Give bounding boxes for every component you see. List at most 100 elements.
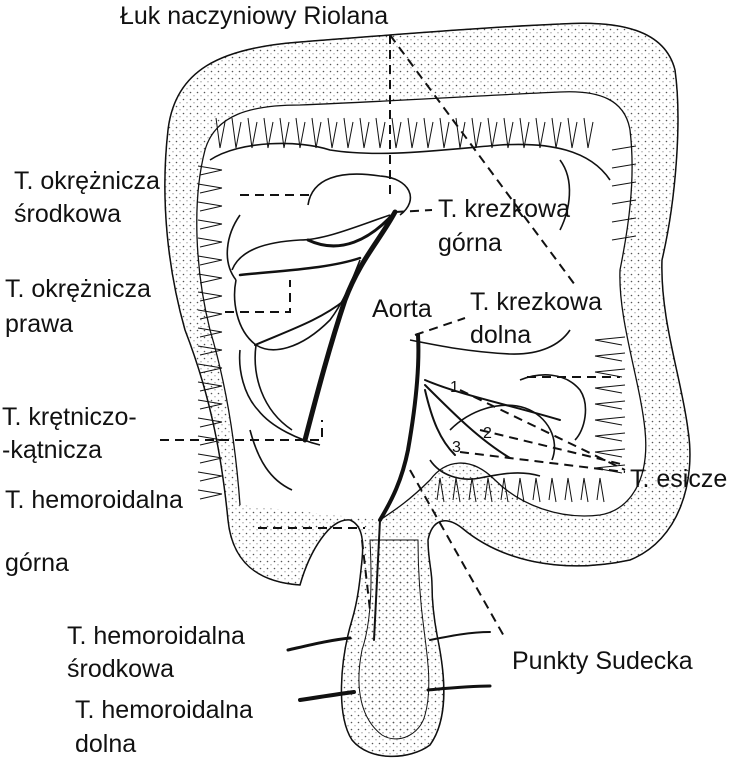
- vasa-recta-tick: [500, 477, 505, 501]
- vasa-recta-tick: [235, 121, 242, 149]
- vasa-recta-tick: [587, 121, 594, 149]
- vasa-recta-tick: [199, 385, 223, 392]
- vasa-recta-tick: [594, 416, 626, 421]
- vasa-recta-tick: [197, 381, 223, 387]
- vasa-recta-tick: [263, 117, 269, 149]
- vasa-recta-tick: [299, 121, 306, 149]
- vasa-recta-tick: [571, 121, 578, 149]
- vasa-recta-tick: [468, 477, 473, 501]
- vasa-recta-tick: [407, 117, 413, 149]
- vasa-recta-tick: [555, 121, 562, 149]
- vasa-recta-tick: [535, 117, 541, 149]
- label-ima-line1: T. krezkowa: [470, 288, 602, 316]
- vasa-recta-tick: [359, 117, 365, 149]
- vasa-recta-tick: [295, 117, 301, 149]
- vasa-recta-tick: [484, 477, 489, 501]
- vasa-recta-tick: [199, 313, 223, 320]
- vasa-recta-tick: [594, 368, 626, 373]
- vasa-recta-tick: [197, 327, 223, 333]
- vasa-recta-tick: [611, 199, 637, 205]
- label-middle-colic-line1: T. okrężnicza: [14, 167, 160, 195]
- vasa-recta-tick: [611, 163, 637, 169]
- vasa-recta-tick: [327, 117, 333, 149]
- vasa-recta-tick: [436, 477, 441, 501]
- vasa-recta-tick: [199, 295, 223, 302]
- vasa-recta-tick: [247, 117, 253, 149]
- vasa-recta-tick: [507, 121, 514, 149]
- vasa-recta-tick: [197, 255, 223, 261]
- vasa-recta-tick: [532, 477, 537, 501]
- vasa-recta-tick: [519, 477, 525, 503]
- label-riolan-arc: Łuk naczyniowy Riolana: [120, 2, 389, 30]
- leader-lines: [160, 34, 626, 639]
- vasa-recta-tick: [455, 117, 461, 149]
- vasa-recta-tick: [197, 453, 223, 459]
- sigmoid-number-3: 3: [452, 439, 461, 456]
- label-right-colic-line2: prawa: [5, 310, 74, 338]
- label-sup-rectal-line1: T. hemoroidalna: [5, 486, 183, 514]
- vasa-recta-tick: [199, 259, 223, 266]
- label-sigmoid: T. esicze: [630, 465, 728, 493]
- vasa-recta-tick: [519, 117, 525, 149]
- label-ima-line2: dolna: [470, 321, 532, 349]
- vasa-recta-tick: [439, 477, 445, 503]
- vasa-recta-tick: [427, 121, 434, 149]
- vasa-recta-tick: [611, 181, 637, 187]
- vasa-recta-tick: [594, 464, 626, 469]
- vasa-recta-tick: [391, 117, 397, 149]
- vasa-recta-tick: [199, 349, 223, 356]
- vasa-recta-tick: [199, 493, 223, 500]
- label-ileocolic-line1: T. krętniczo-: [2, 403, 137, 431]
- vasa-recta-tick: [439, 117, 445, 149]
- vasa-recta-tick: [594, 448, 626, 453]
- vasa-recta-tick: [583, 117, 589, 149]
- vasa-recta-tick: [197, 489, 223, 495]
- vasa-recta-tick: [197, 219, 223, 225]
- vasa-recta-tick: [594, 336, 626, 341]
- vasa-recta-tick: [197, 471, 223, 477]
- vasa-recta-tick: [279, 117, 285, 149]
- vasa-recta-tick: [231, 117, 237, 149]
- vasa-recta-tick: [596, 477, 601, 501]
- vasa-recta-tick: [199, 277, 223, 284]
- vasa-recta-tick: [199, 475, 223, 482]
- label-inf-rectal-line2: dolna: [75, 730, 137, 758]
- vasa-recta-tick: [551, 477, 557, 503]
- label-middle-colic-line2: środkowa: [14, 200, 121, 228]
- vasa-recta-tick: [539, 121, 546, 149]
- vasa-recta-tick: [197, 309, 223, 315]
- vasa-recta-tick: [395, 121, 402, 149]
- label-aorta: Aorta: [372, 295, 432, 323]
- label-right-colic-line1: T. okrężnicza: [5, 275, 151, 303]
- sigmoid-number-1: 1: [450, 379, 459, 396]
- vasa-recta-tick: [197, 291, 223, 297]
- vasa-recta-tick: [455, 477, 461, 503]
- vasa-recta-tick: [580, 477, 585, 501]
- vasa-recta-tick: [199, 403, 223, 410]
- vasa-recta-tick: [583, 477, 589, 503]
- vasa-recta-tick: [423, 117, 429, 149]
- vasa-recta-tick: [516, 477, 521, 501]
- vasa-recta-tick: [594, 387, 623, 394]
- vasa-recta-tick: [487, 117, 493, 149]
- vasa-recta-tick: [594, 400, 626, 405]
- vasa-recta-tick: [199, 205, 223, 212]
- vasa-recta-tick: [199, 421, 223, 428]
- vasa-recta-tick: [594, 403, 623, 410]
- vasa-recta-tick: [363, 121, 370, 149]
- vasa-recta-tick: [551, 117, 557, 149]
- vasa-recta-tick: [611, 217, 637, 223]
- vasa-recta-tick: [199, 187, 223, 194]
- vasa-recta-tick: [475, 121, 482, 149]
- vasa-recta-tick: [343, 117, 349, 149]
- vasa-recta-tick: [283, 121, 290, 149]
- vasa-recta-tick: [611, 145, 637, 151]
- vasa-recta-tick: [197, 435, 223, 441]
- vasa-recta-tick: [197, 273, 223, 279]
- label-mid-rectal-line1: T. hemoroidalna: [67, 622, 245, 650]
- label-inf-rectal-line1: T. hemoroidalna: [75, 696, 253, 724]
- vasa-recta-tick: [594, 355, 623, 362]
- vasa-recta-tick: [199, 367, 223, 374]
- vasa-recta-tick: [594, 352, 626, 357]
- vasa-recta-tick: [219, 121, 226, 149]
